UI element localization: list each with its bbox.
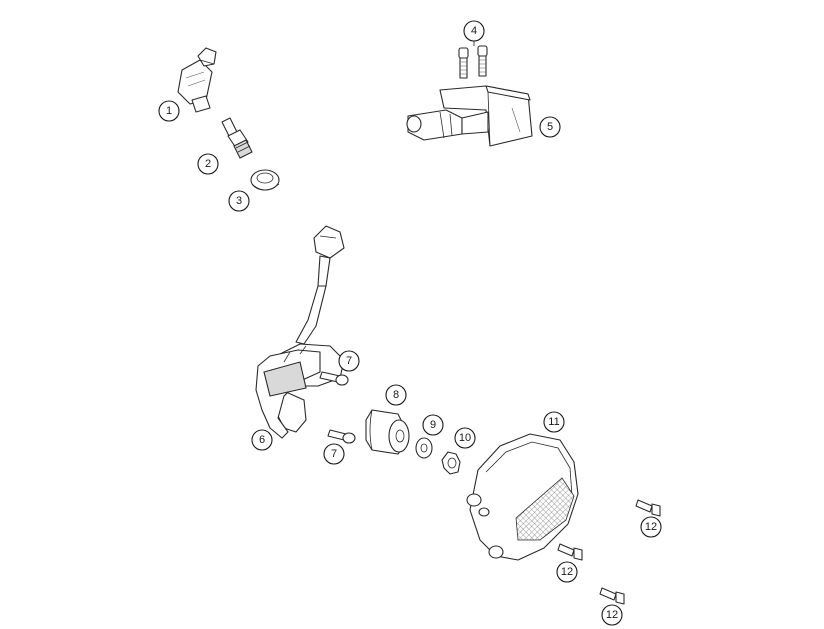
- callout-12-bottom: 12: [601, 604, 623, 626]
- ignition-cover: [466, 433, 579, 561]
- washer: [415, 437, 433, 459]
- callout-label: 4: [471, 25, 477, 37]
- cover-bolt-2: [557, 543, 583, 561]
- callout-label: 7: [331, 448, 337, 460]
- callout-12-right: 12: [640, 516, 662, 538]
- spark-plug: [221, 117, 253, 159]
- callout-7-upper: 7: [338, 350, 360, 372]
- cover-bolt-3: [599, 587, 625, 605]
- bolt-lower: [327, 429, 356, 444]
- callout-2: 2: [197, 153, 219, 175]
- callout-3: 3: [228, 190, 250, 212]
- callout-5: 5: [539, 116, 561, 138]
- callout-label: 12: [561, 566, 573, 578]
- callout-label: 7: [346, 355, 352, 367]
- stator-assembly: [255, 225, 345, 439]
- callout-7-lower: 7: [323, 443, 345, 465]
- callout-1: 1: [158, 100, 180, 122]
- callout-label: 10: [459, 432, 471, 444]
- callout-4: 4: [463, 20, 485, 42]
- callout-label: 12: [645, 521, 657, 533]
- ignition-coil: [406, 85, 533, 147]
- callout-12-middle: 12: [556, 561, 578, 583]
- spark-plug-connector: [177, 47, 217, 113]
- screws-pair: [458, 45, 488, 79]
- callout-label: 12: [606, 609, 618, 621]
- cover-bolt-1: [635, 499, 661, 517]
- callout-label: 11: [548, 416, 559, 428]
- callout-label: 1: [166, 105, 172, 117]
- seal-ring: [250, 169, 280, 191]
- callout-9: 9: [422, 414, 444, 436]
- rotor: [365, 409, 410, 455]
- nut: [441, 451, 461, 475]
- callout-label: 8: [393, 389, 399, 401]
- callout-label: 5: [547, 121, 553, 133]
- callout-label: 2: [205, 158, 211, 170]
- callout-label: 6: [259, 434, 265, 446]
- callout-label: 3: [236, 195, 242, 207]
- callout-8: 8: [385, 384, 407, 406]
- callout-11: 11: [543, 411, 565, 433]
- callout-6: 6: [251, 429, 273, 451]
- callout-label: 9: [430, 419, 436, 431]
- callout-10: 10: [454, 427, 476, 449]
- bolt-upper: [319, 371, 349, 386]
